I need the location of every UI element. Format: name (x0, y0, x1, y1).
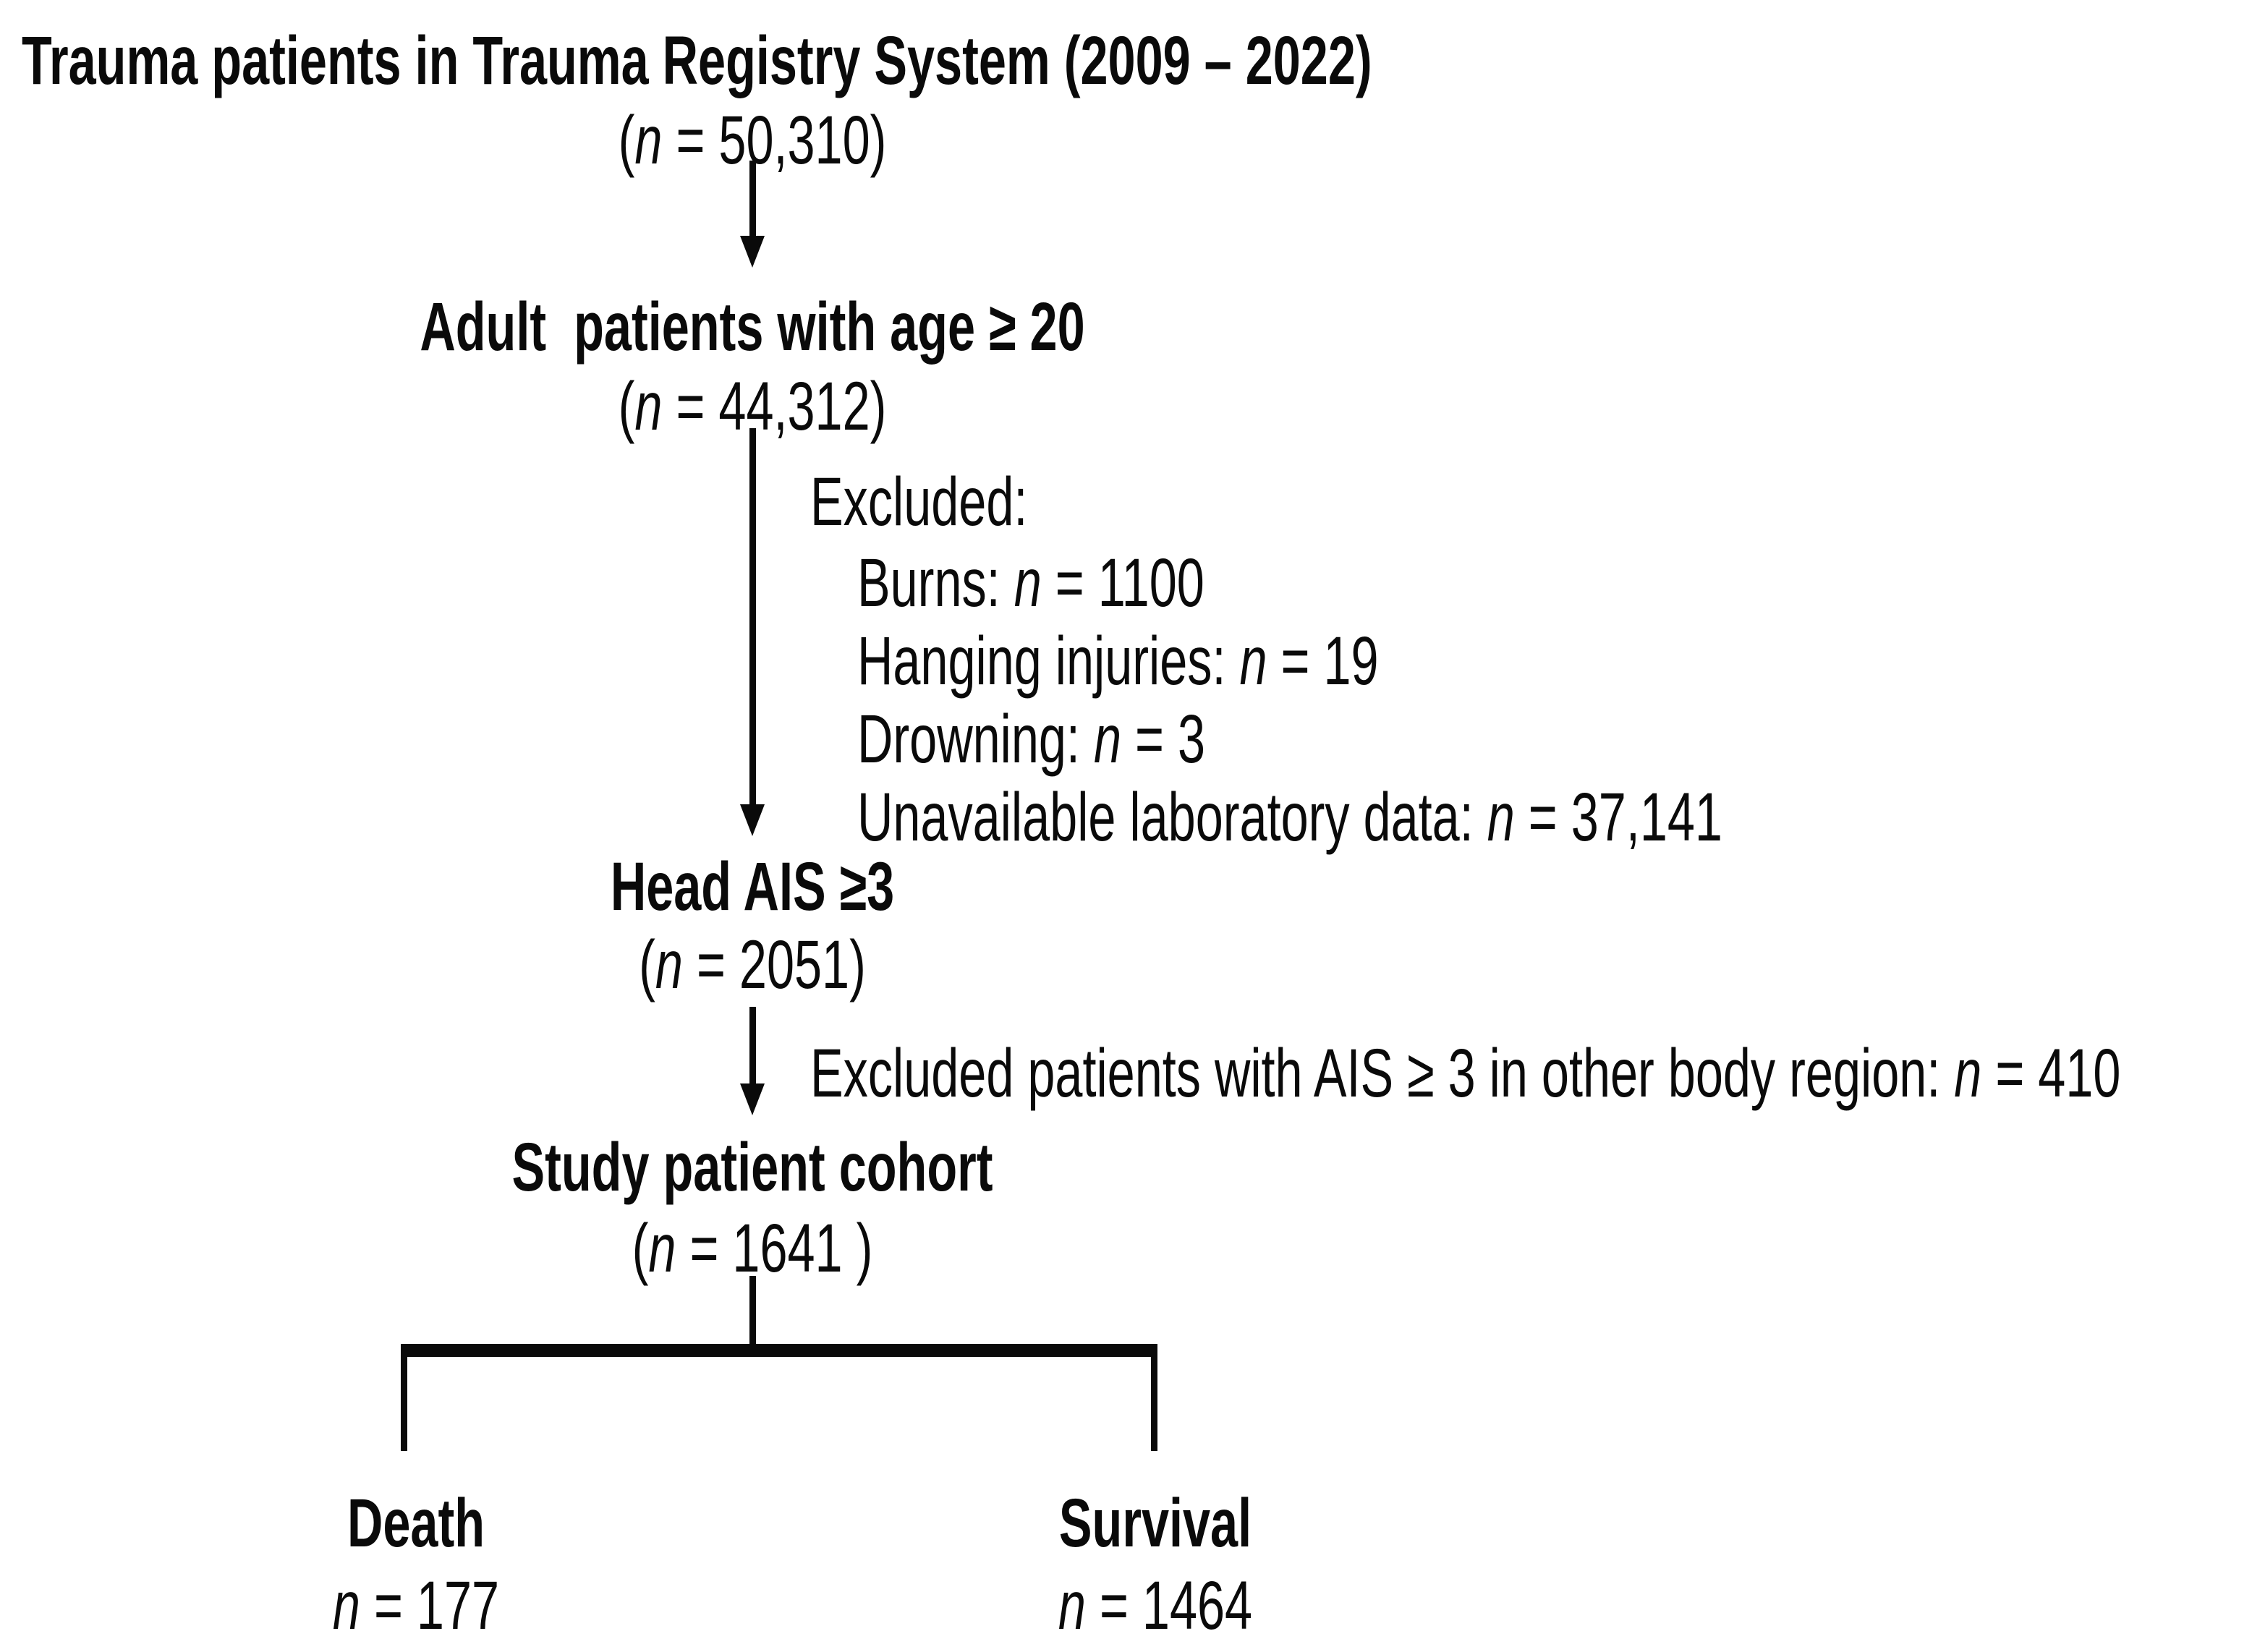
exclusion-item: Drowning: n = 3 (857, 701, 1205, 778)
branch-connector-stub (749, 1276, 756, 1351)
survival-outcome-label: Survival (1058, 1485, 1252, 1562)
branch-connector-left (401, 1344, 407, 1451)
arrow-adult-to-headais-head-icon (740, 804, 765, 836)
arrow-adult-to-headais-shaft (749, 428, 756, 808)
arrow-headais-to-cohort-shaft (749, 1007, 756, 1086)
exclusions-header: Excluded: (810, 464, 1028, 540)
registry-count: (n = 50,310) (618, 102, 887, 179)
exclusion-item: Hanging injuries: n = 19 (857, 623, 1379, 699)
exclusion-item: Burns: n = 1100 (857, 545, 1204, 621)
cohort-node-count: (n = 1641 ) (632, 1210, 873, 1287)
head-ais-node-count: (n = 2051) (639, 927, 866, 1003)
head-ais-node-label: Head AIS ≥3 (610, 848, 895, 925)
cohort-node-label: Study patient cohort (511, 1129, 993, 1206)
arrow-registry-to-adult-head-icon (740, 236, 765, 268)
branch-connector-right (1151, 1344, 1157, 1451)
death-outcome-count: n = 177 (332, 1567, 500, 1644)
flow-title: Trauma patients in Trauma Registry Syste… (22, 22, 1372, 99)
adult-node-label: Adult patients with age ≥ 20 (420, 289, 1085, 365)
arrow-registry-to-adult-shaft (749, 161, 756, 239)
adult-node-count: (n = 44,312) (618, 368, 887, 445)
branch-connector-bar (401, 1344, 1157, 1357)
exclusion-other-region-note: Excluded patients with AIS ≥ 3 in other … (810, 1035, 2121, 1112)
death-outcome-label: Death (347, 1485, 485, 1562)
arrow-headais-to-cohort-head-icon (740, 1083, 765, 1115)
survival-outcome-count: n = 1464 (1058, 1567, 1253, 1644)
exclusion-item: Unavailable laboratory data: n = 37,141 (857, 779, 1722, 856)
